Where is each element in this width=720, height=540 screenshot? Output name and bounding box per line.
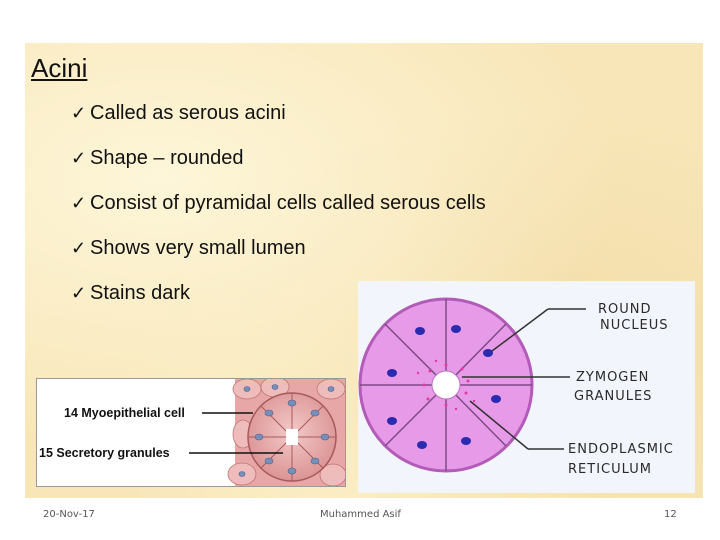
bullet-item: ✓Stains dark xyxy=(71,280,486,325)
label-zymogen: ZYMOGEN xyxy=(576,370,649,385)
label-nucleus: NUCLEUS xyxy=(600,318,669,333)
bullet-item: ✓Shows very small lumen xyxy=(71,235,486,280)
bullet-item: ✓Shape – rounded xyxy=(71,145,486,190)
label-endoplasmic: ENDOPLASMIC xyxy=(568,442,674,457)
check-icon: ✓ xyxy=(71,283,87,303)
acinus-diagram-right: ROUND NUCLEUS ZYMOGEN GRANULES ENDOPLASM… xyxy=(358,281,695,493)
slide-title: Acini xyxy=(31,53,88,83)
bullet-list: ✓Called as serous acini ✓Shape – rounded… xyxy=(71,100,486,325)
label-round: ROUND xyxy=(598,302,652,317)
lumen xyxy=(286,429,298,445)
bullet-text: Called as serous acini xyxy=(90,102,286,124)
check-icon: ✓ xyxy=(71,148,87,168)
bullet-text: Stains dark xyxy=(90,282,191,304)
bullet-text: Consist of pyramidal cells called serous… xyxy=(90,192,486,214)
bullet-item: ✓Consist of pyramidal cells called serou… xyxy=(71,190,486,235)
pointer-line xyxy=(469,400,529,450)
bullet-text: Shape – rounded xyxy=(90,147,244,169)
check-icon: ✓ xyxy=(71,103,87,123)
footer-page-number: 12 xyxy=(664,509,677,520)
pointer-line xyxy=(491,308,549,352)
acinus-illustration: ROUND NUCLEUS ZYMOGEN GRANULES ENDOPLASM… xyxy=(358,297,674,477)
histology-figure-left: 14 Myoepithelial cell 15 Secretory granu… xyxy=(36,378,346,487)
check-icon: ✓ xyxy=(71,193,87,213)
bullet-text: Shows very small lumen xyxy=(90,237,306,259)
footer-author: Muhammed Asif xyxy=(320,509,401,520)
label-reticulum: RETICULUM xyxy=(568,462,652,477)
check-icon: ✓ xyxy=(71,238,87,258)
footer-date: 20-Nov-17 xyxy=(43,509,95,520)
lumen xyxy=(431,370,461,400)
bullet-item: ✓Called as serous acini xyxy=(71,100,486,145)
label-granules: GRANULES xyxy=(574,389,652,404)
histology-illustration: 14 Myoepithelial cell 15 Secretory granu… xyxy=(39,379,345,486)
figure-label-secretory-granules: 15 Secretory granules xyxy=(39,446,170,460)
figure-label-myoepithelial: 14 Myoepithelial cell xyxy=(64,406,185,420)
